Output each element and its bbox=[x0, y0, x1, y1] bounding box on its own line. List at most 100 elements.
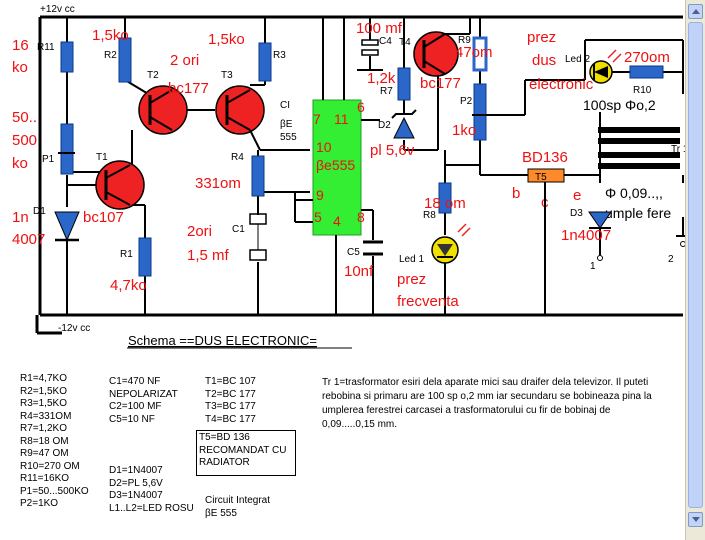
transformer-secondary-label-1: Φ 0,09..,, bbox=[605, 185, 663, 201]
transformer-note: Tr 1=trasformator esiri dela aparate mic… bbox=[322, 377, 652, 430]
transformer-primary-label: 100sp Φo,2 bbox=[583, 97, 656, 113]
c1-name: C1 bbox=[232, 224, 245, 235]
r11-name: R11 bbox=[37, 42, 55, 53]
legend-item: R7=1,2KO bbox=[20, 423, 67, 434]
resistor-r1 bbox=[138, 237, 152, 277]
legend-item: R8=18 OM bbox=[20, 435, 69, 447]
capacitor-c4 bbox=[361, 39, 379, 56]
ic-wires bbox=[294, 17, 380, 315]
scroll-up-arrow-icon[interactable] bbox=[688, 4, 703, 19]
r3-value: 1,5ko bbox=[208, 31, 245, 48]
resistor-r8 bbox=[438, 182, 452, 214]
prez-label-line1: prez bbox=[527, 29, 556, 46]
resistor-r2 bbox=[118, 37, 132, 83]
legend-item: NEPOLARIZAT bbox=[109, 388, 178, 400]
ic-555-body bbox=[312, 99, 362, 236]
legend-item: C5=10 NF bbox=[109, 413, 155, 425]
t5-pin-e: e bbox=[573, 187, 581, 204]
output-terminal-2: 2 bbox=[668, 254, 674, 265]
d3-value: 1n4007 bbox=[561, 227, 611, 244]
p2-value: 1ko bbox=[452, 122, 476, 139]
legend-item: D3=1N4007 bbox=[109, 490, 163, 501]
t5-wires bbox=[544, 39, 683, 315]
led1-label-line1: prez bbox=[397, 271, 426, 288]
led-1 bbox=[431, 223, 471, 264]
ic-pin-10: 10 bbox=[316, 139, 332, 155]
legend-item: RECOMANDAT CU bbox=[199, 444, 287, 456]
scroll-down-arrow-icon[interactable] bbox=[688, 512, 703, 527]
legend-item: D1=1N4007 bbox=[109, 465, 163, 476]
legend-item: T3=BC 177 bbox=[205, 401, 256, 412]
t5-value: BD136 bbox=[522, 149, 568, 166]
transistor-t3 bbox=[215, 85, 265, 135]
ic-label: βe555 bbox=[316, 157, 355, 173]
transistor-t1 bbox=[95, 160, 145, 210]
c1-note: 2ori bbox=[187, 223, 212, 240]
r8-value: 18 om bbox=[424, 195, 466, 212]
zener-d2 bbox=[391, 109, 417, 139]
transformer-secondary-label-2: umple fere bbox=[605, 205, 671, 221]
c4-name: C4 bbox=[379, 36, 392, 47]
r7-name: R7 bbox=[380, 86, 393, 97]
transformer-name: Tr 1 bbox=[671, 144, 689, 155]
led1-name: Led 1 bbox=[399, 254, 424, 265]
d1-value-line1: 1n bbox=[12, 209, 29, 226]
ic-pin-5: 5 bbox=[314, 209, 322, 225]
t2-note: 2 ori bbox=[170, 52, 199, 69]
vertical-scrollbar[interactable] bbox=[685, 0, 705, 540]
r1-name: R1 bbox=[120, 249, 133, 260]
ic-name: CI bbox=[280, 100, 290, 111]
resistor-r4 bbox=[251, 155, 265, 197]
r2-name: R2 bbox=[104, 50, 117, 61]
transformer-label-bg bbox=[583, 94, 685, 112]
led1-label-line2: frecventa bbox=[397, 293, 459, 310]
led-2 bbox=[589, 49, 622, 84]
c4-value: 100 mf bbox=[356, 20, 403, 37]
t4-name: T4 bbox=[399, 37, 411, 48]
capacitor-c1 bbox=[249, 213, 267, 261]
t2-name: T2 bbox=[147, 70, 159, 81]
potentiometer-p1 bbox=[60, 123, 74, 175]
diode-d3 bbox=[588, 211, 686, 261]
legend-item: βE 555 bbox=[205, 507, 237, 519]
d1-name: D1 bbox=[33, 206, 46, 217]
r1-value: 4,7ko bbox=[110, 277, 147, 294]
t3-name: T3 bbox=[221, 70, 233, 81]
p1-value-line1: 50.. bbox=[12, 109, 37, 126]
legend-item: R1=4,7KO bbox=[20, 373, 67, 384]
transformer-secondary-bg bbox=[597, 183, 685, 217]
resistor-r10 bbox=[629, 65, 664, 79]
r8-led1-wires bbox=[444, 165, 530, 315]
legend-item: R3=1,5KO bbox=[20, 398, 67, 409]
legend-item: T2=BC 177 bbox=[205, 388, 256, 400]
scrollbar-thumb[interactable] bbox=[688, 22, 703, 508]
diode-d1 bbox=[54, 211, 80, 242]
rail-bottom-wire bbox=[35, 313, 683, 335]
ic-name-line2: βE bbox=[280, 119, 293, 130]
r9-p2-wires bbox=[444, 17, 585, 166]
rail-top-wire bbox=[38, 15, 683, 315]
t1-value: bc107 bbox=[83, 209, 124, 226]
p1-name: P1 bbox=[42, 154, 55, 165]
t1-wires bbox=[131, 130, 146, 315]
resistor-r3 bbox=[258, 42, 272, 82]
legend-item: R4=331OM bbox=[20, 410, 72, 422]
r9-value: 47om bbox=[455, 44, 493, 61]
legend-item: R11=16KO bbox=[20, 473, 70, 484]
ic-pin-7: 7 bbox=[313, 111, 321, 127]
r4-value: 331om bbox=[195, 175, 241, 192]
bottom-margin bbox=[0, 530, 685, 540]
r10-value: 270om bbox=[624, 49, 670, 66]
r7-d2-wires bbox=[403, 17, 439, 151]
resistor-r9 bbox=[472, 36, 488, 72]
legend-item: R10=270 OM bbox=[20, 460, 80, 472]
c4-wires bbox=[357, 17, 383, 71]
prez-label-line3: electronic bbox=[529, 76, 594, 93]
schematic-title: Schema ==DUS ELECTRONIC= bbox=[128, 333, 317, 348]
legend-item: P1=50...500KO bbox=[20, 485, 89, 497]
p1-value-line3: ko bbox=[12, 155, 28, 172]
legend-item: R2=1,5KO bbox=[20, 385, 67, 397]
